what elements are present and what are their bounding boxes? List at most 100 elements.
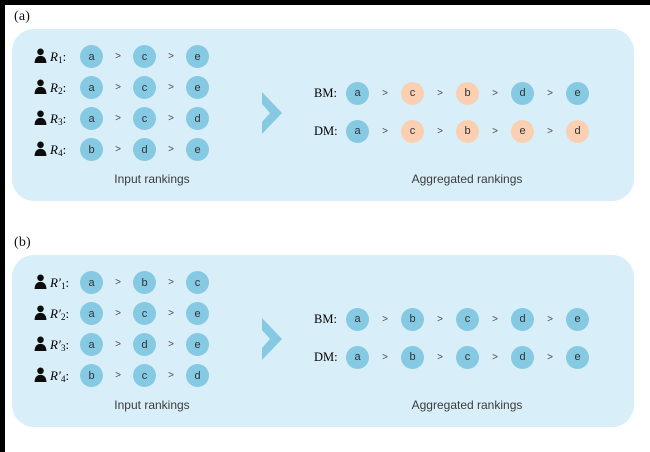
- panel-a-aggregated-row-dm-item-c[interactable]: c: [401, 119, 424, 143]
- panel-a-input-row-3-item-c[interactable]: c: [133, 107, 156, 130]
- panel-b-aggregated-caption: Aggregated rankings: [411, 398, 523, 412]
- panel-b-aggregated-row-bm-separator: >: [492, 313, 498, 325]
- panel-a-input-row-3-separator: >: [115, 113, 121, 124]
- panel-b-aggregated-row-dm-item-a[interactable]: a: [346, 345, 369, 369]
- panel-b-input-row-2-label: R′2:: [50, 305, 70, 322]
- panel-a-input-row-4-item-e[interactable]: e: [186, 138, 209, 161]
- panel-b-input-row-1-separator: >: [168, 277, 174, 288]
- panel-b-input-row-3-item-a[interactable]: a: [80, 333, 103, 356]
- panel-a-aggregated-row-dm-separator: >: [492, 125, 498, 137]
- panel-a-aggregated-row-bm-separator: >: [547, 87, 553, 99]
- panel-b-aggregated-row-dm-separator: >: [382, 351, 388, 363]
- panel-a-input-row-2-item-a[interactable]: a: [80, 76, 103, 99]
- panel-b-input-row-4-label: R′4:: [50, 367, 70, 384]
- panel-b-aggregated-row-dm: DM:a>b>c>d>e: [314, 338, 624, 376]
- panel-b-input-row-2: R′2:a>c>e: [34, 298, 254, 329]
- panel-a-aggregated-row-bm-separator: >: [382, 87, 388, 99]
- panel-a-aggregated-row-bm-item-e[interactable]: e: [566, 81, 589, 105]
- panel-b-aggregated-row-dm-item-c[interactable]: c: [456, 345, 479, 369]
- chevron-right-icon: [255, 315, 289, 363]
- panel-a-aggregated-row-dm-item-a[interactable]: a: [346, 119, 369, 143]
- panel-a-input-row-3-label: R3:: [50, 110, 67, 127]
- panel-a-input-row-2-item-e[interactable]: e: [186, 76, 209, 99]
- panel-a-aggregated-row-dm-separator: >: [437, 125, 443, 137]
- panel-a-input-row-4-separator: >: [115, 144, 121, 155]
- panel-a-input-row-4-item-d[interactable]: d: [133, 138, 156, 161]
- panel-b-input-row-2-item-e[interactable]: e: [186, 302, 209, 325]
- panel-a-input-row-4-label: R4:: [50, 141, 67, 158]
- panel-b-aggregated-row-bm-item-d[interactable]: d: [511, 307, 534, 331]
- panel-a-input-row-3-item-d[interactable]: d: [186, 107, 209, 130]
- top-edge-band: [0, 0, 650, 5]
- panel-a-input-row-2: R2:a>c>e: [34, 72, 254, 103]
- person-icon: [34, 367, 47, 382]
- panel-a-input-row-1: R1:a>c>e: [34, 41, 254, 72]
- panel-a-input-row-2-item-c[interactable]: c: [133, 76, 156, 99]
- panel-b-aggregated-row-dm-method-label: DM:: [314, 349, 338, 364]
- panel-b-input-row-3-item-d[interactable]: d: [133, 333, 156, 356]
- panel-b-aggregated-row-bm-item-c[interactable]: c: [456, 307, 479, 331]
- panel-a-input-row-4-item-b[interactable]: b: [80, 138, 103, 161]
- panel-a-aggregated-row-bm-method-label: BM:: [314, 85, 337, 100]
- panel-a-aggregated-row-bm-item-d[interactable]: d: [511, 81, 534, 105]
- panel-b-aggregated-row-bm-separator: >: [382, 313, 388, 325]
- panel-b-input-row-2-item-c[interactable]: c: [133, 302, 156, 325]
- person-icon: [34, 305, 47, 320]
- panel-b-input-row-3: R′3:a>d>e: [34, 329, 254, 360]
- panel-a-input-row-1-item-e[interactable]: e: [186, 45, 209, 68]
- panel-b-input-row-4-item-b[interactable]: b: [80, 364, 103, 387]
- panel-a-input-row-1-label: R1:: [50, 48, 67, 65]
- panel-a-aggregated-row-bm-separator: >: [492, 87, 498, 99]
- person-icon: [34, 141, 47, 156]
- panel-b-input-row-4-separator: >: [168, 370, 174, 381]
- panel-b-aggregated-row-dm-item-e[interactable]: e: [566, 345, 589, 369]
- person-icon: [34, 48, 47, 63]
- panel-a-input-row-1-item-a[interactable]: a: [80, 45, 103, 68]
- panel-a-aggregated-row-dm-item-d[interactable]: d: [566, 119, 589, 143]
- panel-b-input-row-1-item-c[interactable]: c: [186, 271, 209, 294]
- panel-a-input-caption: Input rankings: [114, 172, 190, 186]
- panel-a-aggregated-row-dm-method-label: DM:: [314, 123, 338, 138]
- panel-a-aggregated-row-dm-item-b[interactable]: b: [456, 119, 479, 143]
- panel-a-input-row-4-separator: >: [168, 144, 174, 155]
- panel-a-input-row-3-item-a[interactable]: a: [80, 107, 103, 130]
- panel-a-aggregated-row-dm-item-e[interactable]: e: [511, 119, 534, 143]
- person-icon: [34, 110, 47, 125]
- panel-a-input-row-4: R4: b > d > e: [34, 134, 254, 165]
- person-icon: [34, 274, 47, 289]
- panel-b-aggregated-row-bm-item-a[interactable]: a: [346, 307, 369, 331]
- panel-b-input-row-4: R′4: b > c > d: [34, 360, 254, 391]
- panel-a-aggregated-row-bm-item-b[interactable]: b: [456, 81, 479, 105]
- panel-b-input-caption: Input rankings: [114, 398, 190, 412]
- panel-a-input-row-1-item-c[interactable]: c: [133, 45, 156, 68]
- panel-b-input-row-3-item-e[interactable]: e: [186, 333, 209, 356]
- panel-b-input-row-2-separator: >: [115, 308, 121, 319]
- panel-b-aggregated-row-dm-item-b[interactable]: b: [401, 345, 424, 369]
- panel-b-input-row-1-item-a[interactable]: a: [80, 271, 103, 294]
- panel-b-input-row-1-item-b[interactable]: b: [133, 271, 156, 294]
- panel-b-aggregated-row-bm-item-b[interactable]: b: [401, 307, 424, 331]
- panel-b-aggregated-row-dm-item-d[interactable]: d: [511, 345, 534, 369]
- panel-a-input-row-3: R3:a>c>d: [34, 103, 254, 134]
- panel-b-input-row-3-label: R′3:: [50, 336, 70, 353]
- person-icon: [34, 79, 47, 94]
- panel-b-input-row-4-item-c[interactable]: c: [133, 364, 156, 387]
- panel-a-aggregated-row-bm-item-c[interactable]: c: [401, 81, 424, 105]
- panel-b-aggregated-row-dm-separator: >: [547, 351, 553, 363]
- panel-b-aggregated-row-bm-separator: >: [437, 313, 443, 325]
- panel-b-aggregated-row-bm-item-e[interactable]: e: [566, 307, 589, 331]
- panel-b-aggregated-row-bm-method-label: BM:: [314, 311, 337, 326]
- panel-b-input-row-2-item-a[interactable]: a: [80, 302, 103, 325]
- panel-a-input-row-2-separator: >: [168, 82, 174, 93]
- panel-b-input-row-4-separator: >: [115, 370, 121, 381]
- panel-b-input-row-1-label: R′1:: [50, 274, 70, 291]
- panel-a-aggregated-row-bm-item-a[interactable]: a: [346, 81, 369, 105]
- panel-b-input-row-4-item-d[interactable]: d: [186, 364, 209, 387]
